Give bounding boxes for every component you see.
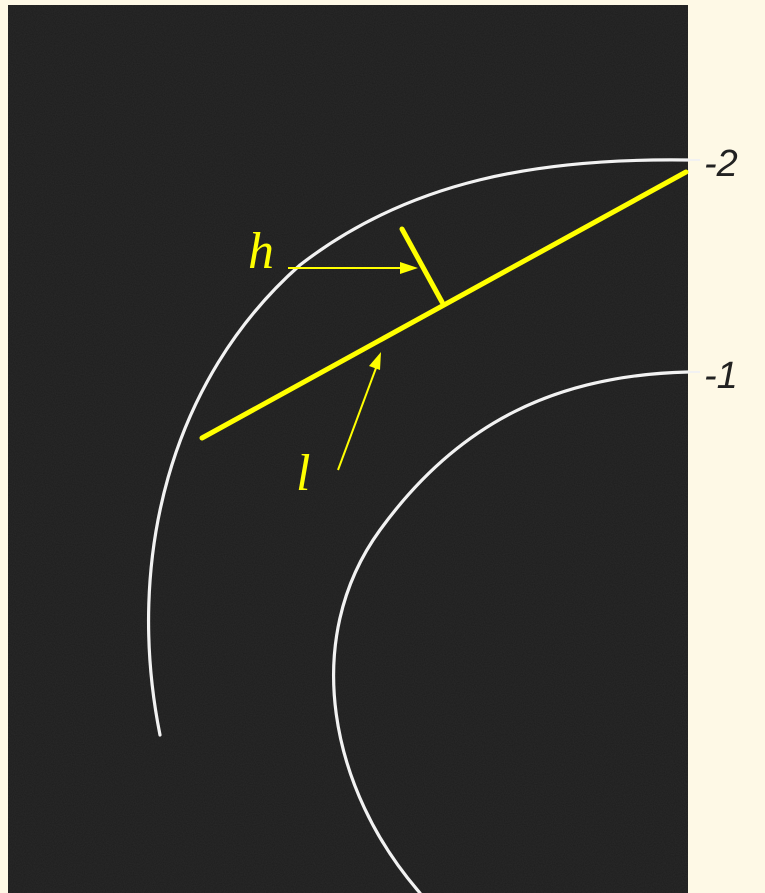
label-h: h [248, 223, 274, 280]
label-curve-2: -2 [704, 143, 738, 185]
curve-2 [146, 158, 690, 737]
label-l: l [296, 445, 310, 502]
l-pointer [337, 367, 377, 471]
label-curve-1: -1 [704, 355, 738, 397]
sagitta-line [399, 226, 445, 305]
chord-line [199, 169, 689, 441]
label-curve-1-dash: - [704, 355, 717, 397]
photo-grain [8, 5, 688, 893]
label-curve-1-value: 1 [717, 355, 738, 397]
h-arrowhead [400, 262, 418, 274]
label-curve-2-dash: - [704, 143, 717, 185]
l-arrowhead [369, 352, 381, 370]
curve-1 [332, 370, 690, 893]
label-curve-2-value: 2 [716, 143, 738, 185]
